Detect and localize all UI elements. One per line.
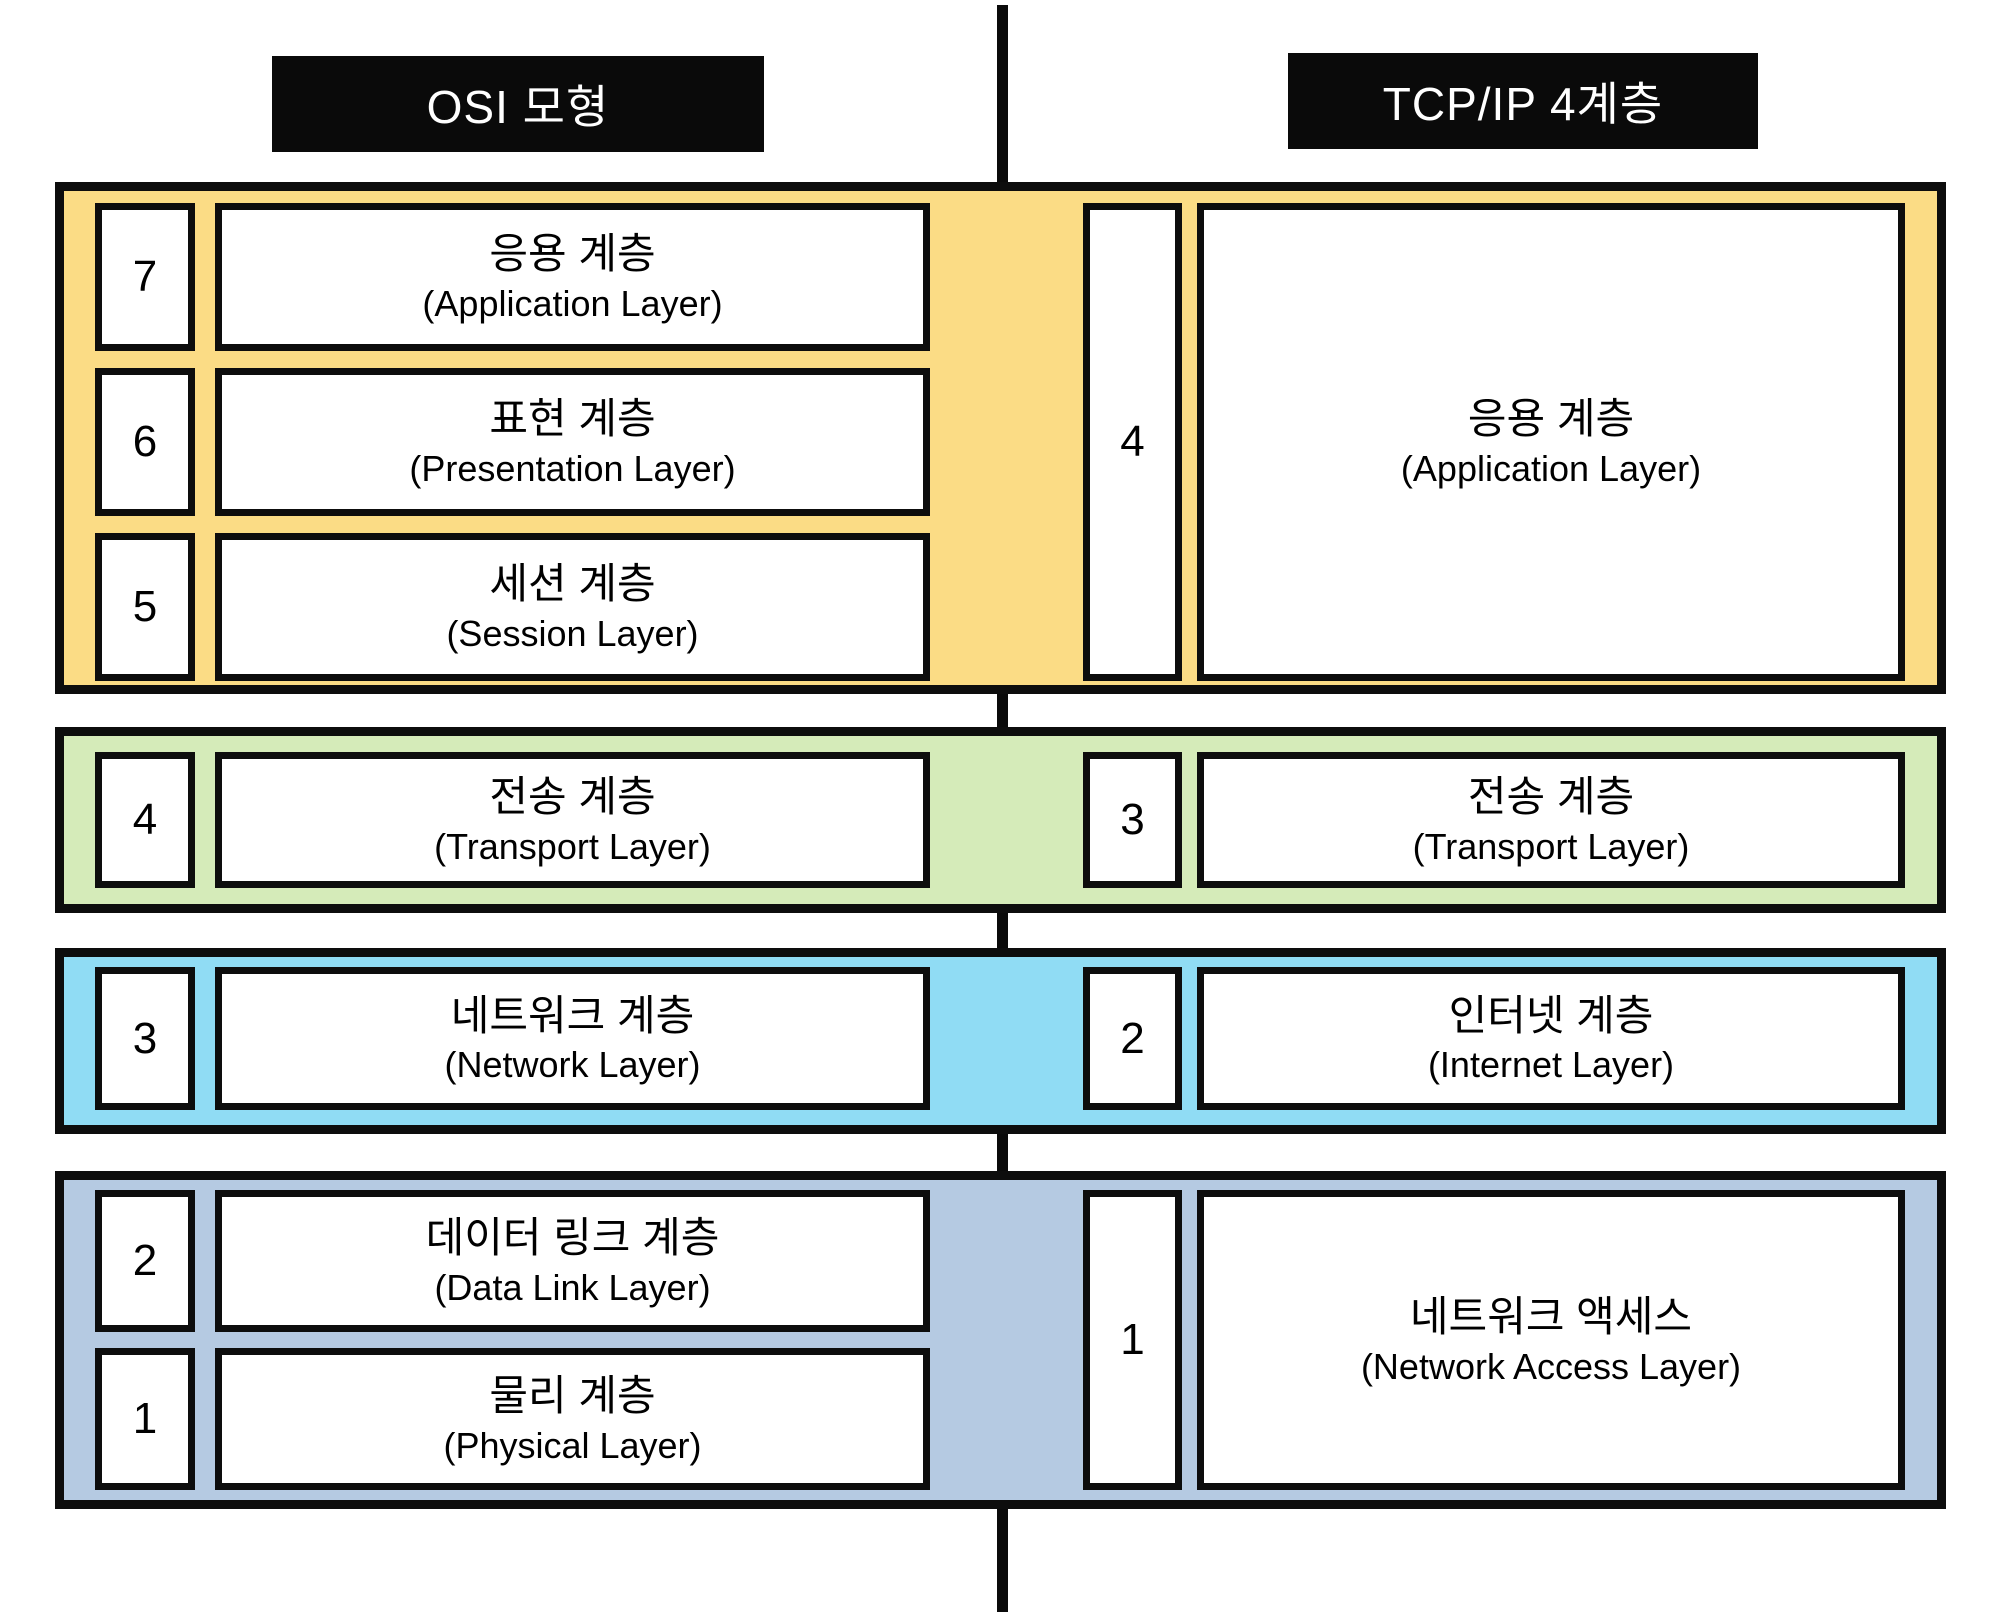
band-network-access-group: 2 데이터 링크 계층 (Data Link Layer) 1 물리 계층 (P… <box>55 1171 1946 1509</box>
tcpip-layer4-label: 응용 계층 (Application Layer) <box>1197 203 1905 681</box>
band-transport-group: 4 전송 계층 (Transport Layer) 3 전송 계층 (Trans… <box>55 727 1946 913</box>
osi-layer6-number: 6 <box>95 368 195 516</box>
layer-name-english: (Application Layer) <box>422 282 723 324</box>
layer-name-english: (Session Layer) <box>446 612 699 654</box>
layer-number: 1 <box>1120 1315 1145 1364</box>
osi-layer7-number: 7 <box>95 203 195 351</box>
layer-number: 2 <box>1120 1013 1145 1063</box>
layer-number: 4 <box>132 795 158 844</box>
layer-name-english: (Transport Layer) <box>1412 825 1690 867</box>
layer-name-english: (Presentation Layer) <box>409 447 736 489</box>
osi-layer4-label: 전송 계층 (Transport Layer) <box>215 752 930 888</box>
osi-layer5-number: 5 <box>95 533 195 681</box>
tcpip-layer1-number: 1 <box>1083 1190 1182 1490</box>
layer-number: 1 <box>132 1394 158 1443</box>
tcpip-header-label: TCP/IP 4계층 <box>1382 78 1664 130</box>
tcpip-layer2-label: 인터넷 계층 (Internet Layer) <box>1197 967 1905 1110</box>
layer-name-english: (Application Layer) <box>1400 447 1702 489</box>
layer-number: 2 <box>132 1236 158 1285</box>
layer-number: 5 <box>132 582 158 631</box>
osi-layer3-label: 네트워크 계층 (Network Layer) <box>215 967 930 1110</box>
layer-name-korean: 응용 계층 <box>1467 395 1635 443</box>
tcpip-header: TCP/IP 4계층 <box>1288 53 1758 149</box>
layer-number: 7 <box>132 252 158 301</box>
layer-name-english: (Physical Layer) <box>443 1424 702 1466</box>
layer-name-korean: 데이터 링크 계층 <box>425 1214 720 1262</box>
tcpip-layer3-number: 3 <box>1083 752 1182 888</box>
layer-name-english: (Transport Layer) <box>434 825 711 867</box>
layer-name-english: (Network Layer) <box>444 1044 701 1086</box>
osi-layer6-label: 표현 계층 (Presentation Layer) <box>215 368 930 516</box>
layer-number: 4 <box>1120 417 1145 466</box>
osi-layer2-label: 데이터 링크 계층 (Data Link Layer) <box>215 1190 930 1332</box>
band-application-group: 7 응용 계층 (Application Layer) 6 표현 계층 (Pre… <box>55 182 1946 694</box>
layer-name-korean: 물리 계층 <box>489 1372 656 1420</box>
osi-model-header: OSI 모형 <box>272 56 764 152</box>
layer-name-korean: 네트워크 계층 <box>450 991 695 1039</box>
layer-name-english: (Internet Layer) <box>1427 1044 1675 1086</box>
osi-layer2-number: 2 <box>95 1190 195 1332</box>
layer-name-korean: 전송 계층 <box>1467 773 1635 821</box>
osi-layer1-number: 1 <box>95 1348 195 1490</box>
osi-model-header-label: OSI 모형 <box>426 81 610 133</box>
osi-layer5-label: 세션 계층 (Session Layer) <box>215 533 930 681</box>
layer-name-korean: 네트워크 액세스 <box>1409 1293 1693 1341</box>
tcpip-layer2-number: 2 <box>1083 967 1182 1110</box>
tcpip-layer1-label: 네트워크 액세스 (Network Access Layer) <box>1197 1190 1905 1490</box>
tcpip-layer3-label: 전송 계층 (Transport Layer) <box>1197 752 1905 888</box>
osi-layer3-number: 3 <box>95 967 195 1110</box>
layer-name-korean: 전송 계층 <box>489 773 656 821</box>
band-network-group: 3 네트워크 계층 (Network Layer) 2 인터넷 계층 (Inte… <box>55 948 1946 1134</box>
osi-layer4-number: 4 <box>95 752 195 888</box>
layer-number: 6 <box>132 417 158 466</box>
layer-name-korean: 응용 계층 <box>489 230 656 278</box>
layer-name-korean: 세션 계층 <box>489 560 656 608</box>
osi-layer7-label: 응용 계층 (Application Layer) <box>215 203 930 351</box>
layer-number: 3 <box>132 1013 158 1063</box>
layer-name-korean: 인터넷 계층 <box>1448 991 1654 1039</box>
layer-name-english: (Network Access Layer) <box>1360 1345 1742 1387</box>
tcpip-layer4-number: 4 <box>1083 203 1182 681</box>
layer-name-korean: 표현 계층 <box>489 395 656 443</box>
layer-number: 3 <box>1120 795 1145 844</box>
osi-layer1-label: 물리 계층 (Physical Layer) <box>215 1348 930 1490</box>
layer-name-english: (Data Link Layer) <box>434 1266 711 1308</box>
